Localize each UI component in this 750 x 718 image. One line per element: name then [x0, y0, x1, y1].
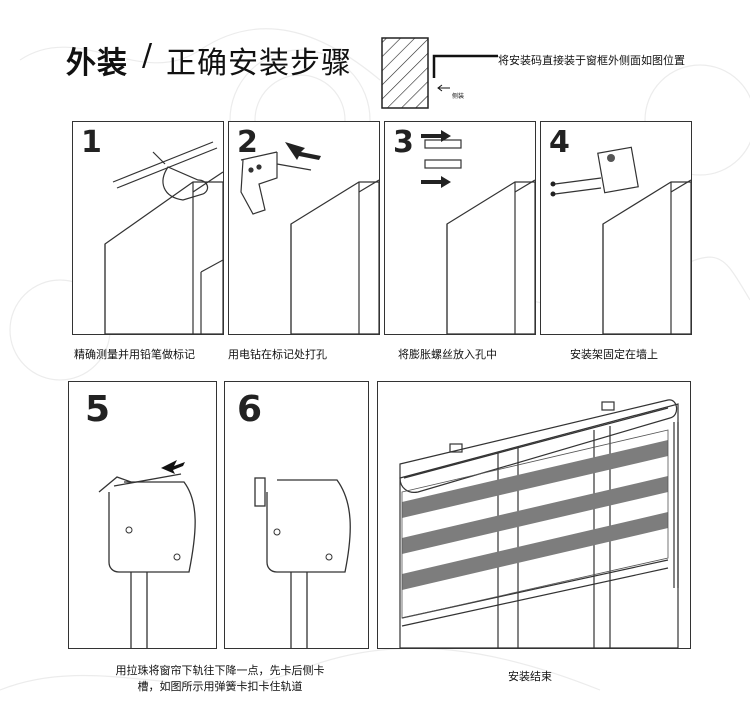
step-3-caption: 将膨胀螺丝放入孔中 — [398, 346, 497, 362]
step-1-number: 1 — [81, 128, 102, 158]
step-3-number: 3 — [393, 128, 414, 158]
step-6-panel: 6 — [224, 381, 369, 649]
step-5-panel: 5 — [68, 381, 217, 649]
finished-blind-illustration — [378, 382, 690, 648]
step-5-caption-line2: 槽，如图所示用弹簧卡扣卡住轨道 — [60, 678, 380, 694]
finished-caption: 安装结束 — [508, 668, 552, 684]
mounting-note: 将安装码直接装于窗框外侧面如图位置 — [498, 52, 685, 68]
side-mount-label: 侧装 — [452, 91, 464, 100]
finished-panel — [377, 381, 691, 649]
step-5-number: 5 — [85, 392, 110, 428]
step-4-panel: 4 — [540, 121, 692, 335]
page-subtitle: 正确安装步骤 — [166, 38, 352, 82]
step-6-number: 6 — [237, 392, 262, 428]
step-1-caption: 精确测量并用铅笔做标记 — [74, 346, 195, 362]
wall-section-diagram — [378, 32, 438, 112]
step-1-panel: 1 — [72, 121, 224, 335]
bracket-position-diagram — [430, 52, 500, 102]
step-2-caption: 用电钻在标记处打孔 — [228, 346, 327, 362]
title-slash: / — [142, 38, 152, 73]
step-4-number: 4 — [549, 128, 570, 158]
step-4-caption: 安装架固定在墙上 — [570, 346, 658, 362]
step-2-number: 2 — [237, 128, 258, 158]
page-title: 外装 — [66, 38, 128, 82]
step-3-panel: 3 — [384, 121, 536, 335]
step-2-panel: 2 — [228, 121, 380, 335]
step-5-caption-line1: 用拉珠将窗帘下轨往下降一点，先卡后侧卡 — [60, 662, 380, 678]
